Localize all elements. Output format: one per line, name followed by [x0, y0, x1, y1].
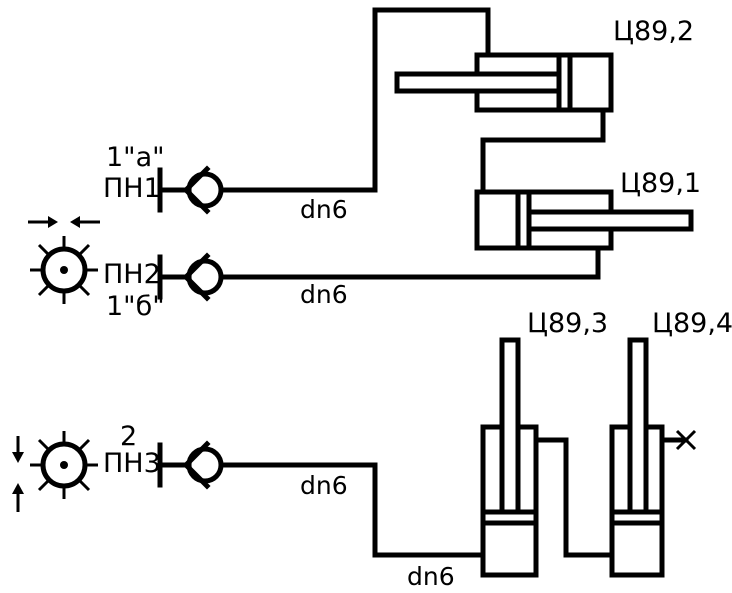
arrows-inward-icon	[28, 216, 100, 228]
port-pn3-note: 2	[120, 421, 137, 452]
port-pn2	[157, 252, 224, 302]
pipe-lines	[219, 7, 689, 558]
cylinder-c3	[480, 337, 539, 578]
cylinder-c3-label: Ц89,3	[527, 308, 608, 339]
pipe-label-c: dn6	[300, 471, 348, 500]
check-valve-icon	[182, 252, 224, 302]
port-pn1	[157, 165, 224, 215]
cylinder-c4-label: Ц89,4	[652, 308, 732, 339]
cylinder-c1-label: Ц89,1	[620, 168, 701, 199]
pipe-label-d: dn6	[407, 562, 455, 591]
pipe-label-a: dn6	[300, 195, 348, 224]
port-pn3	[157, 440, 224, 490]
pipe-pn2	[219, 245, 601, 280]
cylinder-c3-rod	[499, 337, 521, 515]
handwheel-icon	[30, 431, 98, 499]
pipe-c3-c4	[533, 437, 615, 558]
pipe-pn3	[219, 462, 486, 558]
pipe-label-b: dn6	[300, 280, 348, 309]
check-valve-icon	[182, 440, 224, 490]
arrows-vertical-icon	[12, 436, 24, 512]
pipe-c2-c1	[480, 107, 606, 195]
cylinder-c2	[394, 52, 614, 113]
port-pn2-note: 1"б"	[106, 291, 165, 322]
handwheel-icon	[30, 236, 98, 304]
cylinder-c2-rod	[394, 71, 562, 94]
pipe-pn1	[219, 7, 491, 193]
port-pn2-label: ПН2	[103, 259, 161, 290]
port-pn3-label: ПН3	[103, 448, 161, 479]
cylinder-c4-rod	[627, 337, 649, 515]
cylinder-c4	[609, 337, 697, 578]
port-pn1-label: ПН1	[103, 173, 161, 204]
port-pn1-note: 1"а"	[106, 142, 165, 173]
plug-x-icon	[675, 429, 697, 451]
cylinder-c2-label: Ц89,2	[613, 16, 694, 47]
check-valve-icon	[182, 165, 224, 215]
cylinder-c1-rod	[526, 209, 694, 232]
cylinder-c1	[474, 189, 694, 251]
